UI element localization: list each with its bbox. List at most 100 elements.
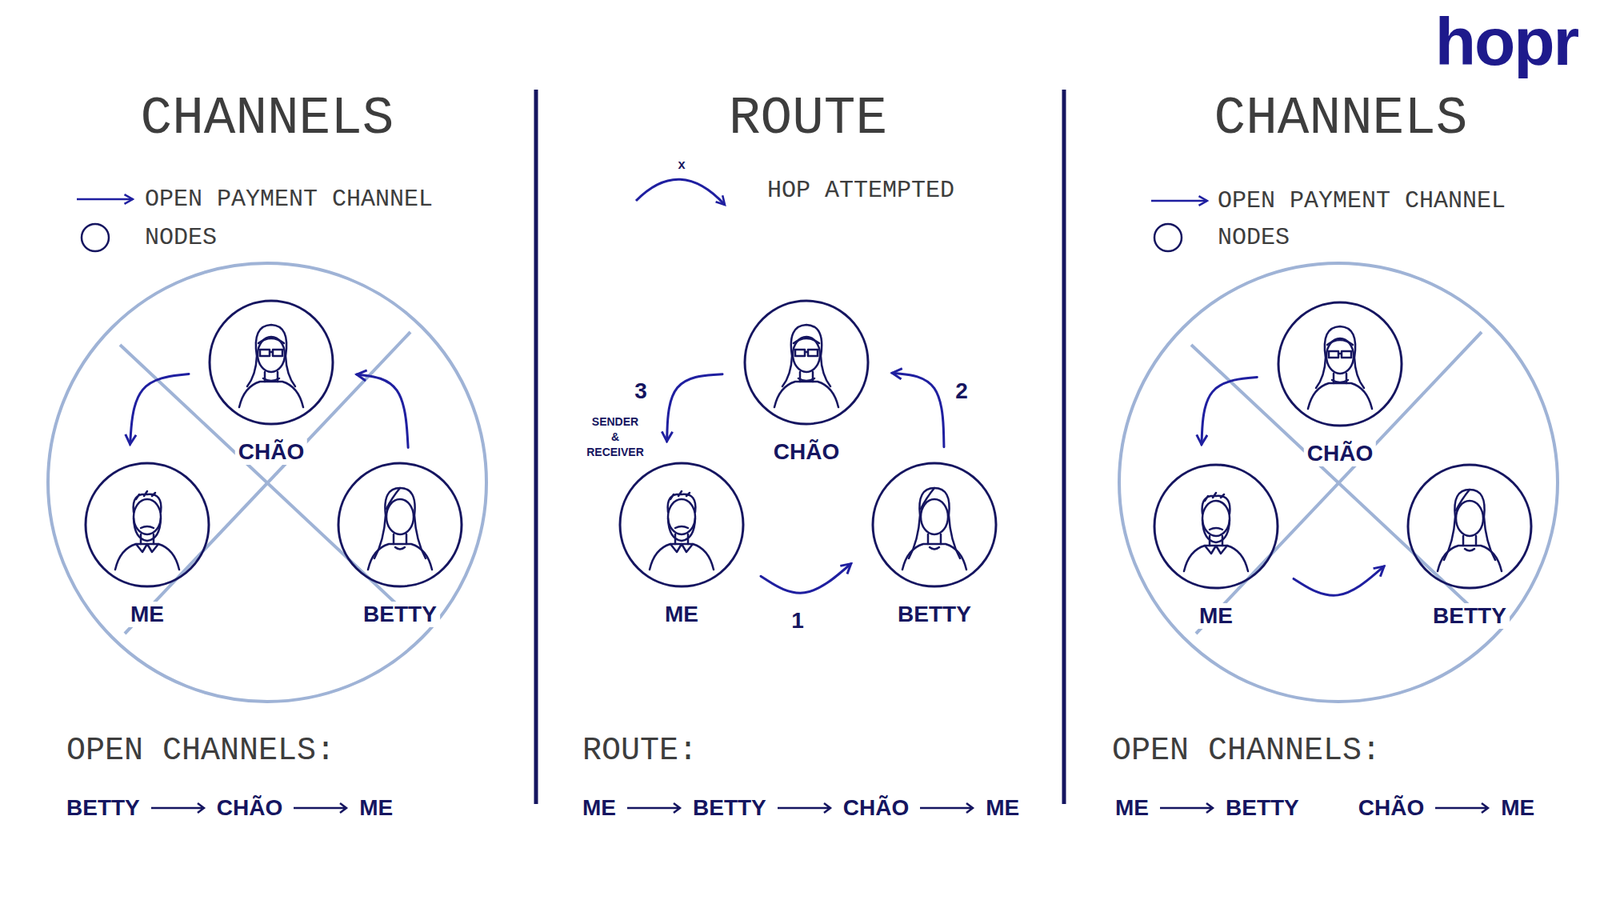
person-stroke xyxy=(1464,548,1475,552)
person-node: CHÃO xyxy=(207,298,336,427)
person-node: CHÃO xyxy=(742,298,871,427)
channel-arrow xyxy=(760,564,852,594)
row-arrow-line xyxy=(627,803,680,813)
panel-title: CHANNELS xyxy=(1214,92,1468,146)
section-heading: OPEN CHANNELS: xyxy=(1112,733,1381,769)
node-circle xyxy=(85,463,209,587)
node-circle xyxy=(1154,464,1278,588)
legend-text: NODES xyxy=(144,224,217,252)
person-stroke xyxy=(374,488,426,559)
section-heading: ROUTE: xyxy=(582,733,698,769)
row-node-name: CHÃO xyxy=(216,796,283,821)
logo: hopr xyxy=(1435,8,1579,76)
panel-title: CHANNELS xyxy=(140,92,395,146)
channel-arrow xyxy=(1201,376,1257,444)
person-icon xyxy=(207,298,336,427)
person-icon xyxy=(1152,462,1280,591)
person-icon xyxy=(83,460,212,589)
row-node-name: BETTY xyxy=(66,796,140,821)
person-icon xyxy=(1405,462,1534,591)
person-stroke xyxy=(793,338,820,344)
row-node-name: CHÃO xyxy=(843,796,909,821)
node-name: CHÃO xyxy=(1304,440,1376,467)
person-node: BETTY xyxy=(1405,462,1534,591)
person-stroke xyxy=(1437,545,1502,572)
person-stroke xyxy=(1456,489,1470,511)
row-arrow-line xyxy=(151,803,204,813)
person-stroke xyxy=(908,488,960,559)
row-arrow-line xyxy=(1160,803,1213,813)
channel-arrow xyxy=(130,373,189,444)
row-arrow xyxy=(1433,800,1492,816)
node-name: CHÃO xyxy=(770,439,843,465)
person-icon xyxy=(1276,300,1404,428)
person-stroke xyxy=(1184,545,1248,572)
row-node-name: BETTY xyxy=(692,796,767,821)
person-stroke xyxy=(928,534,941,544)
row-arrow xyxy=(149,800,208,816)
cross-line xyxy=(124,332,411,634)
person-stroke xyxy=(258,338,284,344)
channel-arrow xyxy=(667,374,723,442)
person-stroke xyxy=(1202,520,1230,543)
row-node-name: ME xyxy=(1500,796,1535,821)
person-stroke xyxy=(649,544,714,570)
legend-text: OPEN PAYMENT CHANNEL xyxy=(1217,188,1506,215)
row-arrow-line xyxy=(293,803,347,813)
row-node-name: BETTY xyxy=(1225,796,1300,821)
person-stroke xyxy=(263,378,280,381)
channel-arrow xyxy=(1293,566,1384,596)
cross-line xyxy=(1191,344,1486,621)
person-head xyxy=(1456,500,1484,536)
row-node-name: ME xyxy=(582,796,616,821)
legend-arrow-sample xyxy=(76,198,133,201)
person-stroke xyxy=(1327,340,1353,345)
node-name: BETTY xyxy=(360,601,440,628)
person-stroke xyxy=(133,491,162,512)
legend-text: OPEN PAYMENT CHANNEL xyxy=(144,186,433,213)
row-arrow-line xyxy=(777,803,831,813)
person-stroke xyxy=(1209,528,1223,530)
person-stroke xyxy=(929,547,940,550)
channel-row: MEBETTYCHÃOME xyxy=(1115,792,1535,824)
person-stroke xyxy=(115,544,180,570)
person-stroke xyxy=(133,518,161,541)
legend-node-sample xyxy=(1154,224,1182,252)
person-icon xyxy=(617,460,746,589)
person-stroke xyxy=(668,518,696,541)
hop-number: 2 xyxy=(952,379,971,404)
person-stroke xyxy=(795,349,818,356)
person-stroke xyxy=(386,488,400,509)
channel-row: BETTYCHÃOME xyxy=(66,792,393,824)
legend-text: NODES xyxy=(1217,224,1290,252)
person-stroke xyxy=(140,526,154,528)
person-node: BETTY xyxy=(870,460,999,589)
node-name: ME xyxy=(127,601,168,628)
node-circle xyxy=(620,463,744,587)
node-name: BETTY xyxy=(894,601,975,628)
legend-arrow-sample xyxy=(1151,200,1208,203)
person-stroke xyxy=(247,324,296,387)
person-node: ME xyxy=(1152,462,1280,591)
cross-line xyxy=(1196,332,1482,634)
row-node-name: CHÃO xyxy=(1358,796,1424,821)
node-circle xyxy=(338,463,462,587)
node-circle xyxy=(744,300,868,424)
person-stroke xyxy=(1202,492,1231,514)
person-stroke xyxy=(393,534,407,544)
person-stroke xyxy=(1463,536,1476,546)
row-arrow xyxy=(918,800,976,816)
person-icon xyxy=(336,460,464,589)
row-arrow-line xyxy=(1435,803,1488,813)
node-name: ME xyxy=(1196,603,1236,629)
panel-divider xyxy=(1062,89,1067,804)
person-stroke xyxy=(798,378,815,381)
panel-divider xyxy=(534,89,539,804)
person-head xyxy=(1202,500,1230,536)
person-icon xyxy=(742,298,871,427)
panel-title: ROUTE xyxy=(728,92,888,146)
person-node: CHÃO xyxy=(1276,300,1404,428)
person-icon xyxy=(870,460,999,589)
node-name: BETTY xyxy=(1429,603,1510,629)
person-head xyxy=(1326,338,1354,374)
